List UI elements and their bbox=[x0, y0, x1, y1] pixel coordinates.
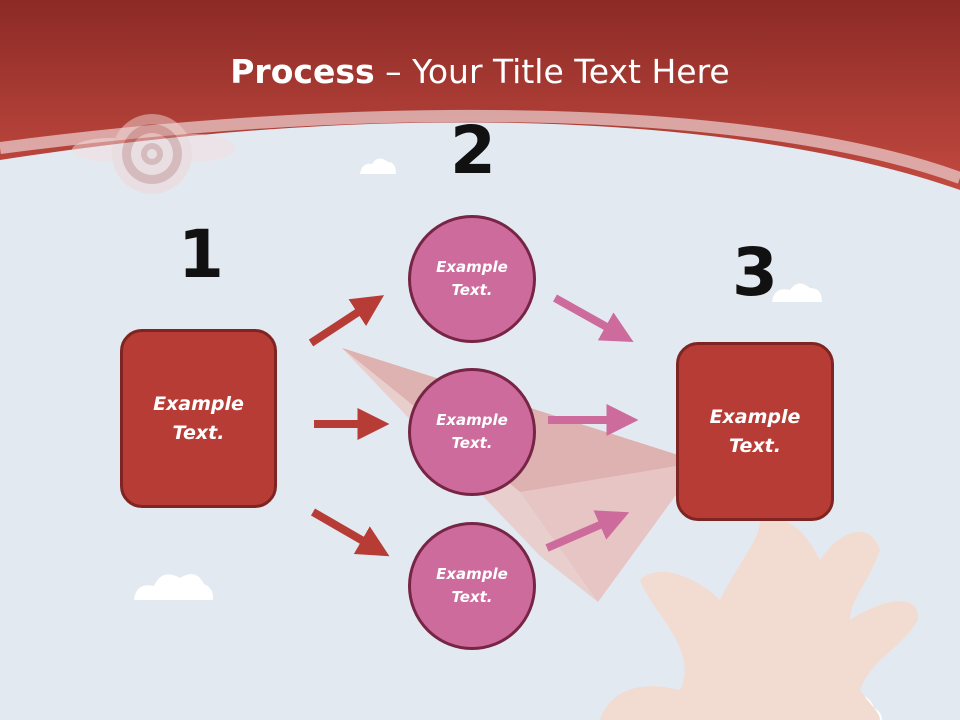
right-box: Example Text. bbox=[676, 342, 834, 521]
title-rest: – Your Title Text Here bbox=[374, 52, 730, 91]
target-icon bbox=[72, 114, 235, 194]
circle-bottom-text: Example Text. bbox=[436, 565, 508, 606]
arrow-left-to-bottom bbox=[310, 508, 390, 557]
circle-bottom: Example Text. bbox=[408, 522, 536, 650]
arrow-left-to-top bbox=[308, 295, 385, 347]
arrow-top-to-right bbox=[553, 294, 634, 343]
splash-shape bbox=[600, 518, 919, 720]
step-number-3: 3 bbox=[732, 234, 778, 311]
step-number-2: 2 bbox=[450, 112, 496, 189]
left-box: Example Text. bbox=[120, 329, 277, 508]
right-box-text: Example Text. bbox=[709, 405, 801, 457]
circle-middle: Example Text. bbox=[408, 368, 536, 496]
header-band bbox=[0, 0, 960, 190]
step-number-1: 1 bbox=[178, 216, 224, 293]
circle-middle-text: Example Text. bbox=[436, 411, 508, 452]
circle-top: Example Text. bbox=[408, 215, 536, 343]
circle-top-text: Example Text. bbox=[436, 258, 508, 299]
arrow-bottom-to-right bbox=[545, 510, 630, 552]
left-box-text: Example Text. bbox=[153, 392, 244, 444]
page-title: Process – Your Title Text Here bbox=[0, 52, 960, 91]
title-bold: Process bbox=[230, 52, 375, 91]
